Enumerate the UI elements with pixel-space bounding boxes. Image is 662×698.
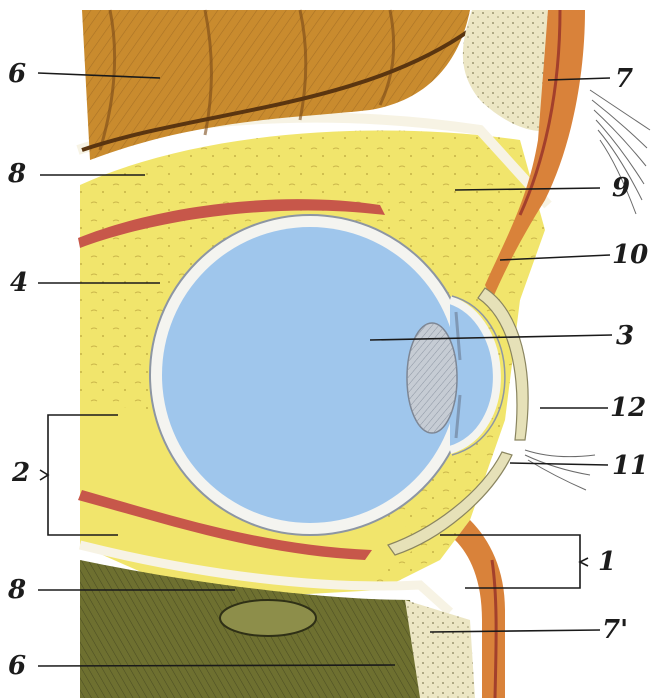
label-6-bottom: 6 xyxy=(8,651,26,681)
label-9: 9 xyxy=(612,173,630,203)
label-12: 12 xyxy=(610,393,646,423)
label-11: 11 xyxy=(612,451,648,481)
label-7-prime: 7' xyxy=(602,615,628,645)
infraorbital-canal xyxy=(220,600,316,636)
label-3: 3 xyxy=(616,321,634,351)
label-7-top: 7 xyxy=(615,64,633,94)
label-6-top: 6 xyxy=(8,59,26,89)
label-10: 10 xyxy=(612,240,648,270)
label-1: 1 xyxy=(598,547,616,577)
lower-eyelashes xyxy=(525,450,595,490)
label-4: 4 xyxy=(10,268,28,298)
label-8-top: 8 xyxy=(7,159,26,189)
label-8-bottom: 8 xyxy=(7,575,26,605)
label-2: 2 xyxy=(11,458,30,488)
